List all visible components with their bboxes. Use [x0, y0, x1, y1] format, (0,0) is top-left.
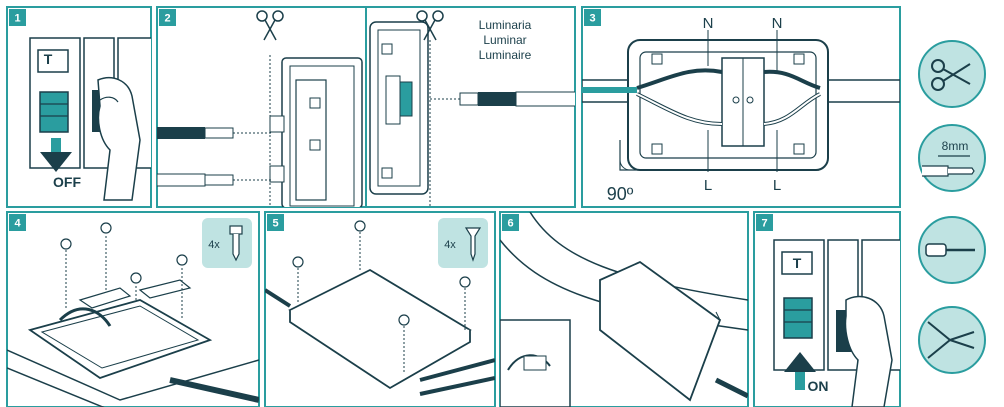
luminaire-label-pt: Luminar	[483, 33, 526, 47]
step-5-number: 5	[272, 218, 278, 230]
on-label: ON	[808, 378, 829, 394]
breaker-badge: T	[44, 51, 53, 67]
screw-count-label: 4x	[208, 239, 220, 251]
breaker-badge: T	[793, 255, 802, 271]
step-2-number: 2	[164, 13, 170, 25]
step-2-panel: 2 Luminaria Luminar Luminaire	[157, 7, 576, 208]
step-4-panel: 4 4x	[7, 212, 259, 407]
neutral-label-left: N	[703, 15, 714, 32]
pliers-icon	[919, 307, 985, 373]
step-1-panel: 1 T OFF	[7, 7, 158, 207]
luminaire-label-es: Luminaria	[479, 18, 532, 32]
step-5-panel: 5 4x	[265, 212, 495, 407]
step-4-number: 4	[14, 218, 21, 230]
scissors-icon	[919, 41, 985, 107]
step-3-panel: 3 N N L L 90º	[582, 7, 900, 207]
line-label-left: L	[704, 177, 712, 194]
tools-column: 8mm	[919, 41, 985, 373]
neutral-label-right: N	[772, 15, 783, 32]
off-label: OFF	[53, 174, 81, 190]
step-6-number: 6	[507, 218, 513, 230]
step-7-panel: 7 T ON	[754, 212, 902, 407]
step-7-number: 7	[761, 218, 767, 230]
strip-length-label: 8mm	[942, 139, 969, 153]
step-6-panel: 6	[500, 212, 748, 407]
step-3-number: 3	[589, 13, 595, 25]
angle-label: 90º	[607, 184, 634, 204]
screwdriver-icon	[919, 217, 985, 283]
screw-count-label: 4x	[444, 239, 456, 251]
wire-strip-icon: 8mm	[919, 125, 985, 191]
step-1-number: 1	[14, 13, 20, 25]
line-label-right: L	[773, 177, 781, 194]
luminaire-label-fr: Luminaire	[479, 48, 532, 62]
